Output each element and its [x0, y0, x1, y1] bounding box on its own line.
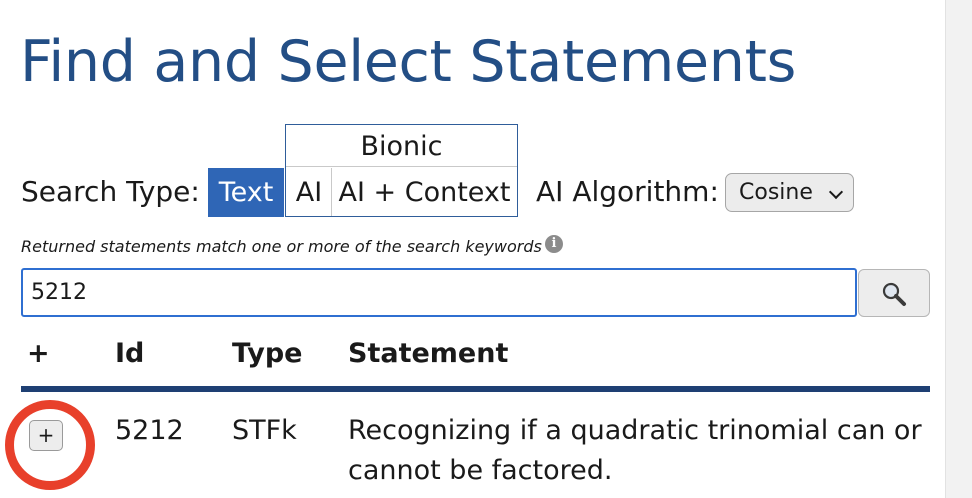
page-title: Find and Select Statements	[20, 29, 797, 95]
add-statement-button[interactable]: +	[29, 420, 63, 451]
highlight-circle	[5, 400, 95, 490]
column-header-statement: Statement	[348, 338, 509, 369]
bionic-group-label: Bionic	[360, 131, 443, 162]
search-type-text-option[interactable]: Text	[208, 168, 284, 217]
info-icon[interactable]: i	[545, 235, 563, 253]
algorithm-label: AI Algorithm:	[536, 175, 719, 208]
bionic-divider	[286, 166, 517, 167]
column-header-type: Type	[232, 338, 303, 369]
column-header-id: Id	[115, 338, 145, 369]
algorithm-selected-value: Cosine	[739, 180, 813, 205]
search-button[interactable]	[858, 269, 930, 317]
search-type-ai-option[interactable]: AI	[287, 168, 332, 216]
window-edge	[945, 0, 972, 498]
search-type-ai-context-option[interactable]: AI + Context	[338, 177, 511, 208]
chevron-down-icon	[828, 184, 844, 200]
search-help-text: Returned statements match one or more of…	[21, 237, 542, 256]
column-header-add: +	[27, 338, 50, 369]
algorithm-select[interactable]: Cosine	[725, 173, 854, 212]
search-type-label: Search Type:	[21, 175, 200, 208]
row-id: 5212	[115, 415, 184, 446]
row-type: STFk	[232, 415, 297, 446]
bionic-group: Bionic	[285, 124, 518, 217]
table-header-rule	[21, 386, 930, 392]
magnifier-icon	[882, 282, 906, 306]
row-statement: Recognizing if a quadratic trinomial can…	[348, 415, 922, 486]
search-input[interactable]	[21, 268, 857, 317]
